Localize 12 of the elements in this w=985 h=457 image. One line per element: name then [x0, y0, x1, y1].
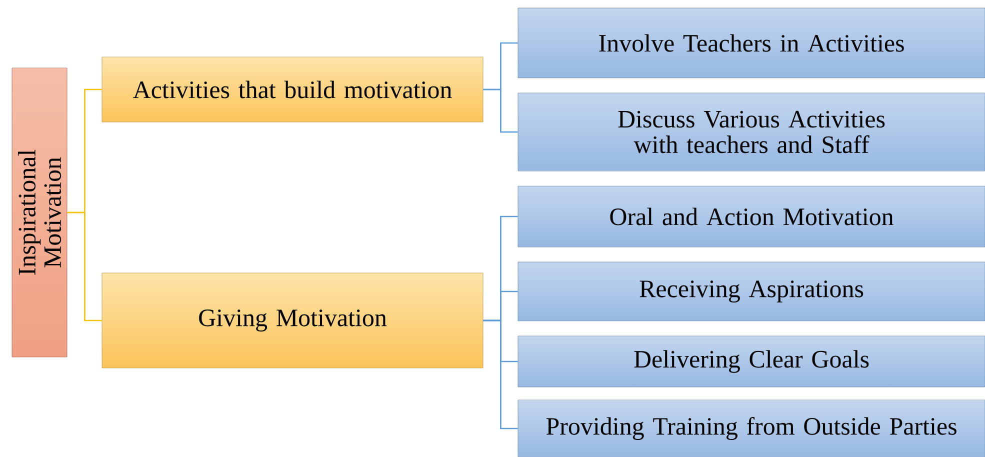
item-box: Delivering Clear Goals	[518, 336, 985, 388]
item-box: Discuss Various Activities with teachers and Staff	[518, 92, 985, 172]
item-box: Oral and Action Motivation	[518, 186, 985, 248]
connector	[483, 88, 518, 133]
category-box: Giving Motivation	[102, 272, 484, 368]
root-box: Inspirational Motivation	[12, 68, 68, 358]
connector	[483, 320, 518, 430]
item-box: Involve Teachers in Activities	[518, 8, 985, 78]
item-box: Receiving Aspirations	[518, 262, 985, 322]
category-box: Activities that build motivation	[102, 56, 484, 122]
item-box: Providing Training from Outside Parties	[518, 400, 985, 457]
connector	[67, 212, 102, 322]
